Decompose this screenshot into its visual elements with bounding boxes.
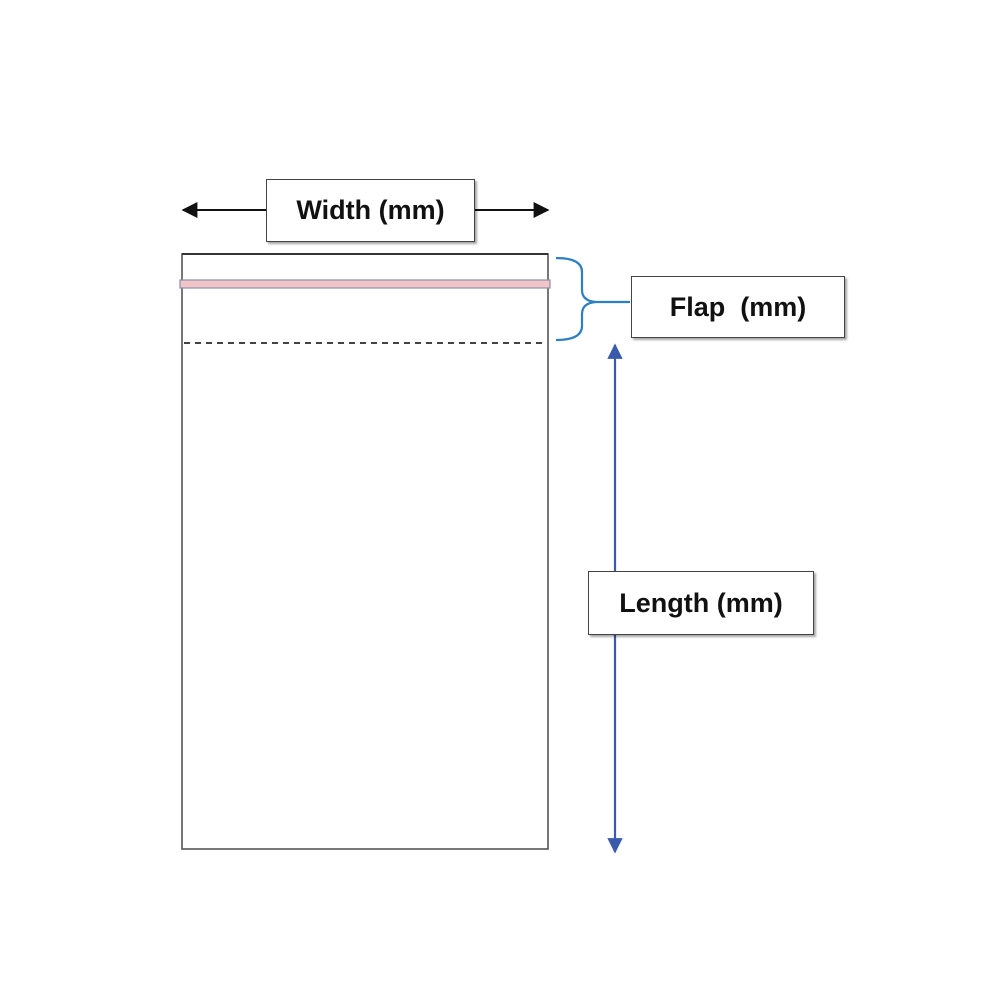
bag-outline (181, 253, 549, 850)
length-label: Length (mm) (588, 571, 814, 635)
seal-strip (179, 279, 551, 289)
flap-label: Flap (mm) (631, 276, 845, 338)
flap-brace (555, 256, 630, 342)
width-label: Width (mm) (266, 179, 475, 242)
